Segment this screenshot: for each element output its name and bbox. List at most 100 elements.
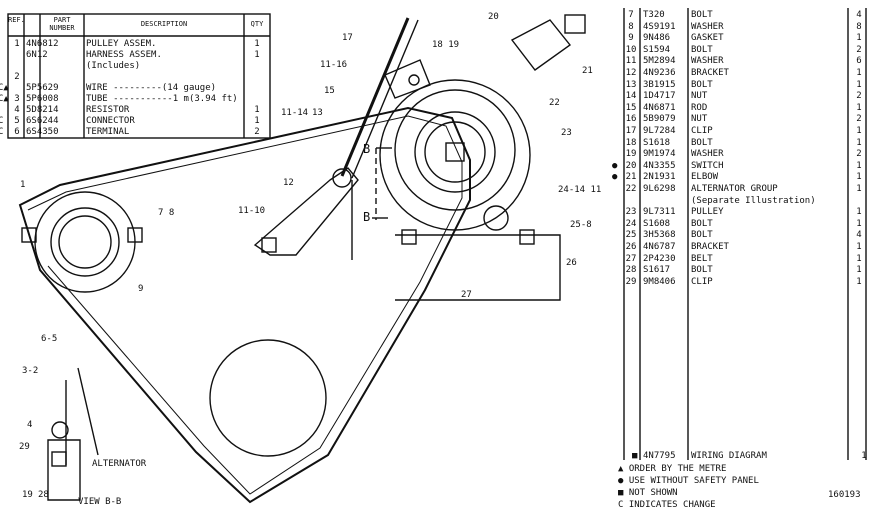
row-qty: 1 — [856, 68, 862, 78]
row-qty: 2 — [856, 44, 862, 55]
callout-26: 26 — [566, 258, 577, 268]
callout-1: 1 — [20, 180, 26, 190]
row-ref: 17 — [625, 126, 637, 136]
row-ref: 4 — [14, 105, 20, 115]
row-part: 4N3355 — [643, 160, 676, 171]
row-mark: C▲ — [0, 83, 8, 93]
row-desc: BOLT — [691, 79, 713, 90]
header-part-number: PART NUMBER — [49, 16, 75, 32]
row-qty: 1 — [856, 276, 862, 287]
callout-9: 9 — [138, 284, 144, 294]
row-desc: SWITCH — [691, 160, 724, 171]
legend-order-by-metre: ▲ ORDER BY THE METRE — [618, 464, 727, 474]
row-desc: BELT — [691, 253, 713, 264]
row-part: 5B9079 — [643, 114, 676, 125]
row-ref: 8 — [628, 21, 634, 32]
callout-11-10: 11-10 — [238, 206, 266, 216]
row-qty: 1 — [861, 451, 867, 461]
row-qty: 1 — [856, 218, 862, 229]
row-ref: 27 — [625, 253, 637, 264]
row-ref: 9 — [628, 33, 634, 44]
row-desc: BOLT — [691, 137, 713, 148]
row-part: 9N486 — [643, 33, 671, 44]
row-ref: 10 — [625, 44, 637, 55]
row-desc: (Includes) — [86, 61, 141, 71]
row-part: 4N9236 — [643, 68, 676, 78]
row-part: 2N1931 — [643, 172, 676, 183]
row-desc: (Separate Illustration) — [691, 195, 816, 206]
harness-parts-table: REF. NO PART NUMBER DESCRIPTION QTY 14N6… — [0, 14, 270, 138]
row-desc: CONNECTOR — [86, 116, 135, 126]
row-qty: 2 — [254, 127, 260, 137]
row-mark: ● — [612, 160, 618, 171]
row-desc: PULLEY ASSEM. — [86, 39, 157, 49]
row-qty: 2 — [856, 91, 862, 102]
callout-11-14: 11-14 — [281, 108, 309, 118]
callout-27: 27 — [461, 290, 472, 300]
row-part: T320 — [643, 10, 665, 20]
row-qty: 1 — [856, 265, 862, 276]
row-ref: 15 — [625, 102, 637, 113]
row-desc: HARNESS ASSEM. — [86, 50, 162, 60]
row-ref: 21 — [625, 172, 637, 183]
wiring-diagram-row: ■ 4N7795 WIRING DIAGRAM 1 — [612, 451, 872, 461]
callout-12: 12 — [283, 178, 294, 188]
row-ref: 7 — [628, 10, 634, 20]
row-ref: 18 — [625, 137, 637, 148]
row-desc: WASHER — [691, 56, 724, 67]
callout-11-16: 11-16 — [320, 60, 348, 70]
row-desc: WIRING DIAGRAM — [691, 451, 767, 461]
row-ref: 28 — [625, 265, 637, 276]
row-ref: 29 — [625, 276, 637, 287]
row-ref: 3 — [14, 94, 20, 104]
row-desc: TERMINAL — [86, 127, 130, 137]
crank-pulley — [209, 339, 327, 457]
callout-21: 21 — [582, 66, 593, 76]
row-ref: 19 — [625, 149, 637, 160]
callout-13: 13 — [312, 108, 323, 118]
row-part: S1594 — [643, 44, 671, 55]
row-part: 9M1974 — [643, 149, 676, 160]
fan-pulley — [34, 191, 136, 293]
row-mark: ● — [612, 172, 618, 183]
row-qty: 4 — [856, 10, 862, 20]
table-row: (Includes) — [8, 61, 270, 71]
row-qty: 1 — [856, 172, 862, 183]
row-desc: PULLEY — [691, 207, 724, 218]
row-part: 5M2894 — [643, 56, 676, 67]
callout-25-8: 25-8 — [570, 220, 592, 230]
callout-6-5: 6-5 — [41, 334, 58, 344]
alternator-body — [379, 79, 531, 231]
row-qty: 1 — [856, 242, 862, 252]
row-ref: 5 — [14, 116, 20, 126]
row-ref: 1 — [14, 39, 20, 49]
row-ref: 24 — [625, 218, 637, 229]
row-part: 5D8214 — [26, 105, 59, 115]
callout-23: 23 — [561, 128, 572, 138]
callout-18-19: 18 19 — [432, 40, 460, 50]
header-description: DESCRIPTION — [140, 20, 188, 28]
row-qty: 1 — [254, 105, 260, 115]
row-qty: 1 — [254, 50, 260, 60]
row-qty: 1 — [856, 184, 862, 194]
row-qty: 8 — [856, 21, 862, 32]
row-mark: C▲ — [0, 94, 8, 104]
callout-17: 17 — [342, 33, 353, 43]
callout-4: 4 — [27, 420, 33, 430]
row-ref: 11 — [625, 56, 637, 67]
